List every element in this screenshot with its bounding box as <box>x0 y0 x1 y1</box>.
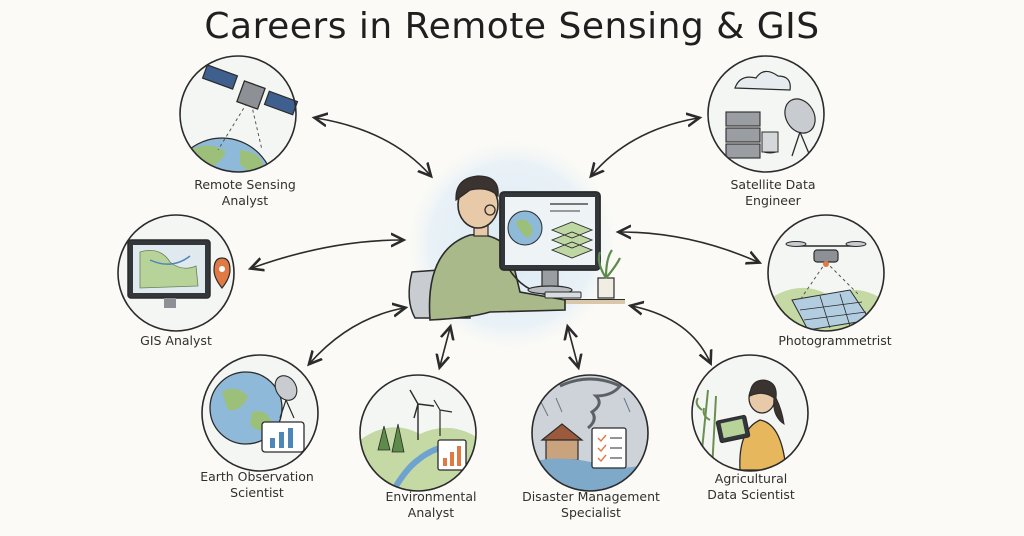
storm-house-icon <box>531 374 649 492</box>
arrow-earth-observation-scientist <box>310 308 404 363</box>
arrow-agricultural-data-scientist <box>632 306 710 362</box>
label-disaster-management-specialist: Disaster Management Specialist <box>522 489 660 520</box>
arrow-disaster-management-specialist <box>568 328 578 366</box>
connector-arrows <box>252 118 758 366</box>
label-remote-sensing-analyst: Remote Sensing Analyst <box>194 177 296 208</box>
label-earth-observation-scientist: Earth Observation Scientist <box>200 469 314 500</box>
label-photogrammetrist: Photogrammetrist <box>778 333 892 348</box>
farmer-tablet-icon <box>691 354 809 472</box>
arrow-gis-analyst <box>252 240 402 268</box>
map-monitor-icon <box>117 214 235 332</box>
central-analyst-icon <box>408 175 625 321</box>
label-satellite-data-engineer: Satellite Data Engineer <box>730 177 816 208</box>
server-dish-icon <box>707 55 825 173</box>
page-title: Careers in Remote Sensing & GIS <box>204 6 820 47</box>
drone-survey-icon <box>767 214 885 332</box>
landscape-turbine-icon <box>359 374 477 492</box>
arrow-remote-sensing-analyst <box>316 118 430 175</box>
label-gis-analyst: GIS Analyst <box>140 333 212 348</box>
arrow-photogrammetrist <box>620 232 758 262</box>
label-environmental-analyst: Environmental Analyst <box>385 489 477 520</box>
satellite-earth-icon <box>179 55 299 173</box>
arrow-environmental-analyst <box>440 328 450 366</box>
globe-dish-icon <box>201 354 319 472</box>
arrow-satellite-data-engineer <box>592 118 698 175</box>
label-agricultural-data-scientist: Agricultural Data Scientist <box>707 471 795 502</box>
